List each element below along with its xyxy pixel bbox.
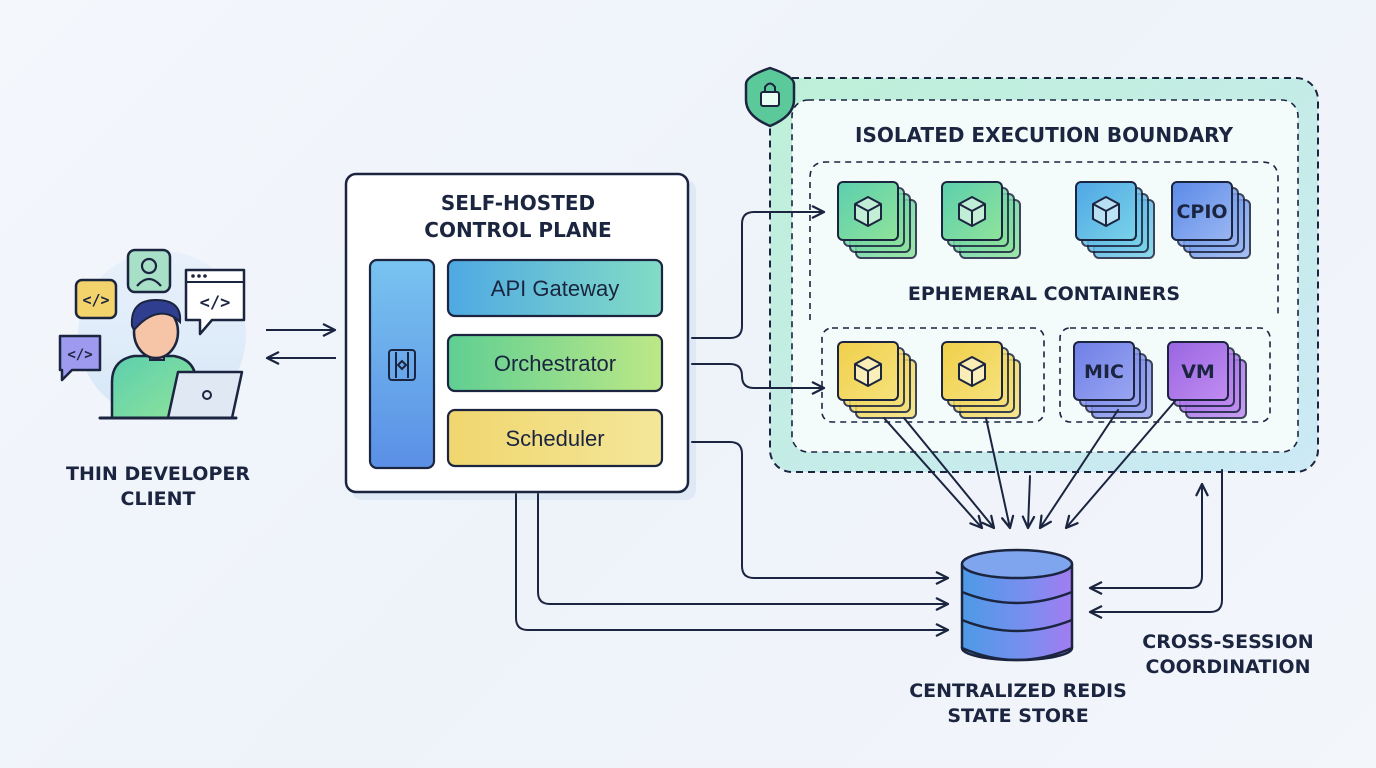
browser-code-icon: </> xyxy=(184,268,246,336)
arrow-container-to-store-1 xyxy=(883,417,984,530)
stack-cpio[interactable]: CPIO xyxy=(1171,181,1251,259)
client-control-arrows xyxy=(265,323,337,365)
yellow-group-region xyxy=(821,327,1045,423)
client-label-line2: CLIENT xyxy=(121,488,196,510)
database-icon xyxy=(960,548,1074,662)
stack-mic-label: MIC xyxy=(1084,361,1124,383)
chat-code-icon: </> xyxy=(58,334,102,382)
arrow-vm-to-store xyxy=(1064,399,1177,530)
containers-label: EPHEMERAL CONTAINERS xyxy=(908,283,1180,305)
arrow-coordination-1 xyxy=(1088,482,1209,595)
stack-mic[interactable]: MIC xyxy=(1073,341,1153,419)
arrow-orchestrator-to-containers xyxy=(691,363,826,395)
boundary-title: ISOLATED EXECUTION BOUNDARY xyxy=(855,123,1233,147)
stack-container-3[interactable] xyxy=(1075,181,1155,259)
stack-vm[interactable]: VM xyxy=(1167,341,1247,419)
cube-icon xyxy=(854,356,882,387)
laptop-icon xyxy=(98,370,244,420)
code-icon: </> xyxy=(74,278,118,320)
module-orchestrator[interactable]: Orchestrator xyxy=(446,333,664,393)
thin-developer-client: </> </> </> THIN DEVELOPER CLIENT xyxy=(58,248,250,510)
module-scheduler[interactable]: Scheduler xyxy=(446,408,664,468)
gateway-icon xyxy=(388,349,416,381)
arrow-control-to-store-1 xyxy=(537,493,950,611)
svg-text:</>: </> xyxy=(200,293,231,313)
stack-cpio-label: CPIO xyxy=(1176,201,1227,223)
stack-vm-label: VM xyxy=(1181,361,1215,383)
gateway-sidebar xyxy=(368,258,436,470)
module-api-gateway-label: API Gateway xyxy=(491,276,619,301)
coordination-label-line2: COORDINATION xyxy=(1146,656,1311,678)
cube-icon xyxy=(958,356,986,387)
control-plane: SELF-HOSTED CONTROL PLANE API Gateway Or… xyxy=(344,172,696,500)
redis-state-store: CENTRALIZED REDIS STATE STORE xyxy=(909,548,1127,727)
person-icon xyxy=(126,248,172,294)
stack-container-1[interactable] xyxy=(837,181,917,259)
module-orchestrator-label: Orchestrator xyxy=(494,351,616,376)
svg-text:</>: </> xyxy=(82,291,109,309)
control-plane-title-line1: SELF-HOSTED xyxy=(441,191,595,215)
connectors xyxy=(515,205,1223,637)
arrow-container-to-store-3 xyxy=(985,417,1015,530)
arrow-scheduler-to-store xyxy=(691,441,950,585)
cube-icon xyxy=(854,196,882,227)
arrow-control-to-store-2 xyxy=(515,493,950,637)
cube-icon xyxy=(958,196,986,227)
coordination-label-line1: CROSS-SESSION xyxy=(1142,631,1313,653)
store-label-line2: STATE STORE xyxy=(947,705,1088,727)
arrow-coordination-2 xyxy=(1088,469,1223,619)
module-scheduler-label: Scheduler xyxy=(505,426,604,451)
arrow-mic-to-store xyxy=(1038,409,1119,530)
stack-container-2[interactable] xyxy=(941,181,1021,259)
stack-container-5[interactable] xyxy=(941,341,1021,419)
cube-icon xyxy=(1092,196,1120,227)
stack-container-4[interactable] xyxy=(837,341,917,419)
module-api-gateway[interactable]: API Gateway xyxy=(446,258,664,318)
arrow-container-to-store-2 xyxy=(903,417,996,530)
store-label-line1: CENTRALIZED REDIS xyxy=(909,680,1127,702)
arrow-boundary-to-store xyxy=(1021,475,1036,530)
svg-text:</>: </> xyxy=(67,347,92,363)
control-plane-title-line2: CONTROL PLANE xyxy=(424,218,611,242)
client-label-line1: THIN DEVELOPER xyxy=(66,463,250,485)
shield-lock-icon xyxy=(744,66,796,128)
runtime-group-region xyxy=(1059,327,1271,423)
arrow-gateway-to-containers xyxy=(691,205,826,339)
containers-region xyxy=(809,161,1279,320)
